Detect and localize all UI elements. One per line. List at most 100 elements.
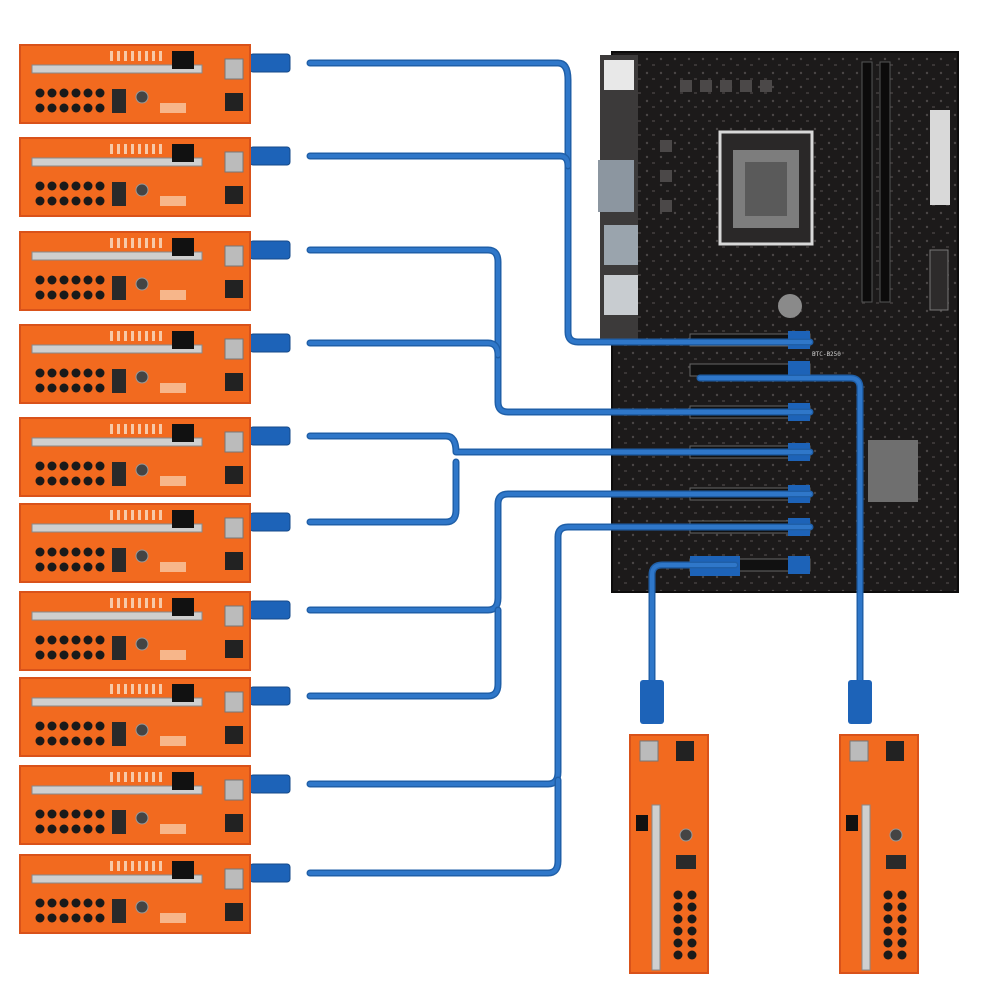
capacitor xyxy=(95,721,105,731)
usb3-connector-icon xyxy=(224,151,244,173)
capacitor xyxy=(687,938,697,948)
inductor xyxy=(135,637,149,651)
capacitor xyxy=(71,383,81,393)
capacitor xyxy=(35,721,45,731)
usb-cable xyxy=(698,376,862,702)
capacitor xyxy=(35,476,45,486)
inductor xyxy=(135,811,149,825)
riser-pcb xyxy=(19,137,251,217)
resistor xyxy=(117,144,120,154)
mosfet xyxy=(112,276,126,300)
capacitor xyxy=(71,562,81,572)
capacitor xyxy=(59,368,69,378)
capacitor xyxy=(35,368,45,378)
capacitor xyxy=(687,890,697,900)
resistor xyxy=(110,598,113,608)
riser-card-vertical xyxy=(629,734,709,974)
usb3-connector-icon xyxy=(249,774,291,794)
capacitor xyxy=(35,562,45,572)
six-pin-power-icon xyxy=(172,861,194,879)
riser-pcb xyxy=(19,44,251,124)
resistor xyxy=(152,424,155,434)
capacitor xyxy=(59,913,69,923)
resistor xyxy=(131,51,134,61)
capacitor xyxy=(83,275,93,285)
riser-card-horizontal xyxy=(19,591,251,671)
resistor xyxy=(110,684,113,694)
resistor xyxy=(138,510,141,520)
pcie-x16-slot xyxy=(31,64,203,74)
pcie-x16-slot xyxy=(651,804,661,971)
capacitor xyxy=(59,461,69,471)
capacitor xyxy=(83,368,93,378)
resistor xyxy=(159,331,162,341)
capacitor xyxy=(673,950,683,960)
capacitor xyxy=(687,950,697,960)
resistor xyxy=(138,772,141,782)
resistor xyxy=(124,510,127,520)
motherboard: BTC-B250 xyxy=(598,51,959,593)
usb3-connector-icon xyxy=(224,338,244,360)
capacitor xyxy=(71,290,81,300)
capacitor xyxy=(59,196,69,206)
six-pin-power-icon xyxy=(172,238,194,256)
resistor xyxy=(131,144,134,154)
model-label-plate xyxy=(160,476,186,486)
model-label-plate xyxy=(160,103,186,113)
resistor xyxy=(145,684,148,694)
capacitor xyxy=(47,368,57,378)
resistor xyxy=(110,424,113,434)
voltage-regulator-chip xyxy=(225,280,243,298)
capacitor xyxy=(83,181,93,191)
capacitor xyxy=(897,938,907,948)
capacitor xyxy=(71,181,81,191)
usb3-connector-icon xyxy=(640,680,664,724)
atx-power-connector xyxy=(930,110,950,205)
voltage-regulator-chip xyxy=(225,726,243,744)
capacitor xyxy=(35,88,45,98)
capacitor xyxy=(83,562,93,572)
resistor xyxy=(117,684,120,694)
resistor xyxy=(117,238,120,248)
usb3-connector-icon xyxy=(224,868,244,890)
capacitor xyxy=(83,88,93,98)
capacitor xyxy=(59,824,69,834)
capacitor xyxy=(59,650,69,660)
voltage-regulator-chip xyxy=(676,741,694,761)
capacitor xyxy=(47,824,57,834)
resistor xyxy=(124,51,127,61)
capacitor xyxy=(47,562,57,572)
resistor xyxy=(152,51,155,61)
voltage-regulator-chip xyxy=(225,466,243,484)
pcie-x16-slot xyxy=(861,804,871,971)
pcie-x16-slot xyxy=(31,157,203,167)
six-pin-power-icon xyxy=(172,684,194,702)
usb3-connector-icon xyxy=(224,517,244,539)
mosfet xyxy=(112,548,126,572)
usb-cable xyxy=(306,776,562,877)
capacitor xyxy=(47,721,57,731)
resistor xyxy=(152,684,155,694)
usb-cable xyxy=(308,154,570,168)
model-label-plate xyxy=(160,562,186,572)
pcie-x16-slot xyxy=(31,437,203,447)
riser-card-horizontal xyxy=(19,324,251,404)
capacitor xyxy=(95,824,105,834)
capacitor xyxy=(47,461,57,471)
pcie-x16-slot xyxy=(31,523,203,533)
resistor xyxy=(124,684,127,694)
capacitor xyxy=(35,913,45,923)
resistor xyxy=(145,861,148,871)
resistor xyxy=(138,331,141,341)
capacitor xyxy=(95,275,105,285)
capacitor xyxy=(95,461,105,471)
resistor xyxy=(159,424,162,434)
riser-card-horizontal xyxy=(19,503,251,583)
riser-pcb xyxy=(19,231,251,311)
resistor xyxy=(124,238,127,248)
capacitor xyxy=(71,275,81,285)
capacitor xyxy=(95,547,105,557)
usb3-connector-icon xyxy=(249,686,291,706)
capacitor xyxy=(35,461,45,471)
capacitor xyxy=(883,950,893,960)
